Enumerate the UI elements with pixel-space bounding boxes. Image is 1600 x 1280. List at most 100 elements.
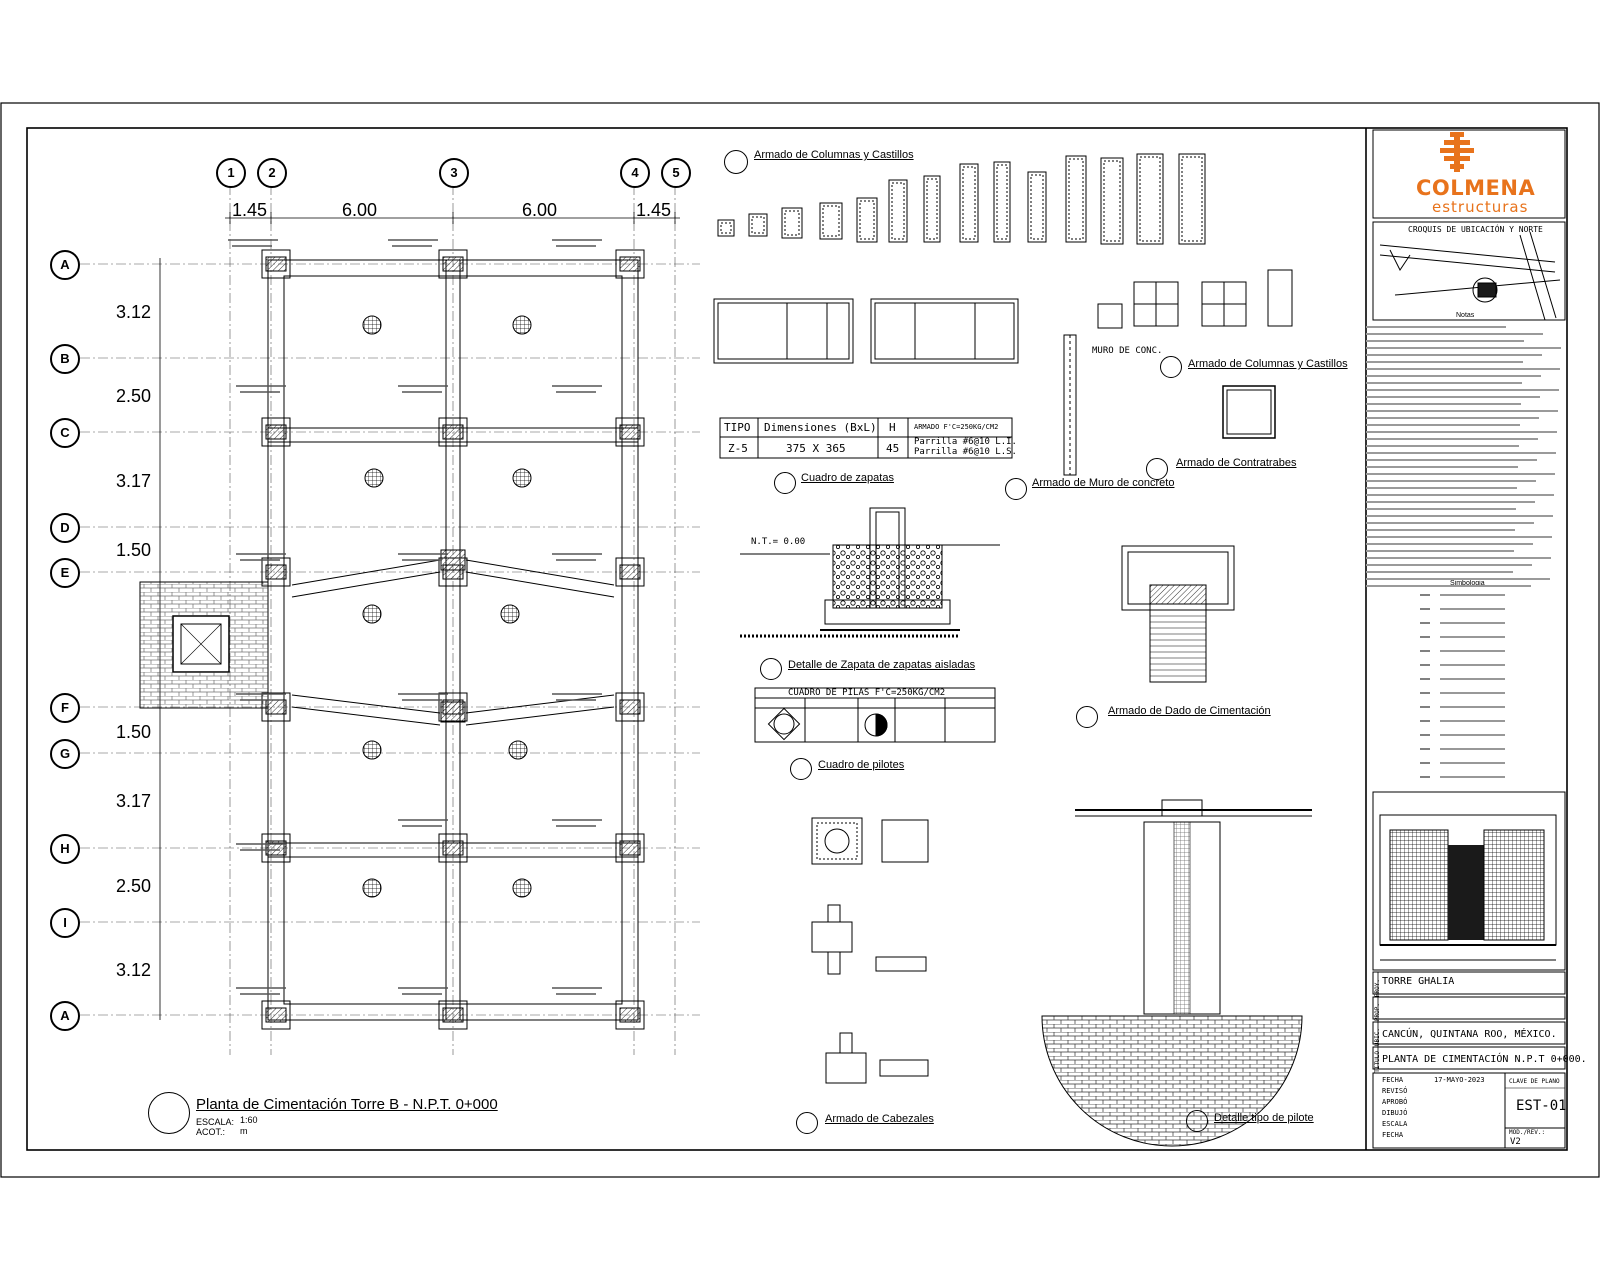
pile-symbol — [500, 604, 520, 624]
note-text-line — [1366, 403, 1521, 405]
dim-col-4: 1.45 — [636, 200, 672, 220]
note-text-line — [1366, 487, 1517, 489]
column-stirrup — [1139, 156, 1161, 242]
aprobo-label: APROBÓ — [1382, 1098, 1408, 1106]
axis-bubble-g: G — [50, 739, 80, 769]
note-text-line — [1366, 417, 1539, 419]
column-pad — [261, 1000, 291, 1030]
column-section-detail — [856, 197, 878, 243]
column-section-detail — [888, 179, 908, 243]
note-text-line — [1366, 480, 1536, 482]
section-title-columnas: Armado de Columnas y Castillos — [754, 149, 914, 161]
pile-symbol — [362, 740, 382, 760]
pile-symbol — [364, 468, 384, 488]
note-text-line — [1366, 459, 1537, 461]
dim-row-5: 1.50 — [116, 722, 152, 742]
column-section-detail — [993, 161, 1011, 243]
section-bubble-muro — [1005, 478, 1027, 500]
level-label: N.T.= 0.00 — [751, 537, 806, 547]
section-title-dado: Armado de Dado de Cimentación — [1108, 705, 1271, 717]
column-stirrup — [1068, 158, 1084, 240]
axis-bubble-f: F — [50, 693, 80, 723]
note-text-line — [1366, 585, 1531, 587]
note-text-line — [1366, 445, 1519, 447]
dim-row-1: 3.12 — [116, 302, 152, 322]
axis-bubble-h: H — [50, 834, 80, 864]
zapatas-th-dim: Dimensiones (BxL) — [764, 421, 877, 434]
column-section-detail — [781, 207, 803, 239]
column-stirrup — [859, 200, 875, 240]
section-title-pilotes: Cuadro de pilotes — [818, 759, 905, 771]
pile-symbol — [512, 315, 532, 335]
axis-bubble-1: 1 — [216, 158, 246, 188]
axis-bubble-2: 2 — [257, 158, 287, 188]
note-text-line — [1366, 389, 1559, 391]
column-section-detail — [1100, 157, 1124, 245]
plan-units-value: m — [240, 1126, 248, 1136]
note-text-line — [1366, 354, 1542, 356]
column-stirrup — [1103, 160, 1121, 242]
foundation-plan — [80, 185, 700, 1055]
column-section — [265, 256, 287, 272]
column-stirrup — [822, 205, 840, 237]
axis-bubble-b: B — [50, 344, 80, 374]
note-text-line — [1366, 557, 1551, 559]
fecha-value: 17-MAYO-2023 — [1434, 1076, 1485, 1084]
section-title-zapatas: Cuadro de zapatas — [801, 472, 894, 484]
note-text-line — [1366, 431, 1557, 433]
axis-bubble-d: D — [50, 513, 80, 543]
axis-bubble-a: A — [50, 250, 80, 280]
ubic-label: UBIC. — [1374, 1028, 1381, 1047]
column-stirrup — [784, 210, 800, 236]
section-title-contratrabes: Armado de Contratrabes — [1176, 457, 1297, 469]
column-stirrup — [891, 182, 905, 240]
column-section — [265, 424, 287, 440]
plano-label: TITULO — [1374, 1051, 1381, 1073]
simbologia-title: Simbologia — [1450, 580, 1485, 587]
column-section-detail — [1065, 155, 1087, 243]
brand-sub: estructuras — [1432, 198, 1529, 216]
rev-value: V2 — [1510, 1137, 1521, 1147]
column-pad — [261, 417, 291, 447]
note-text-line — [1366, 529, 1515, 531]
column-pad — [615, 833, 645, 863]
brand-name: COLMENA — [1416, 176, 1536, 200]
note-text-line — [1366, 438, 1538, 440]
dim-row-2: 2.50 — [116, 386, 152, 406]
section-bubble-dado — [1076, 706, 1098, 728]
column-section — [442, 424, 464, 440]
axis-bubble-e: E — [50, 558, 80, 588]
axis-bubble-a-bottom: A — [50, 1001, 80, 1031]
plano-value: PLANTA DE CIMENTACIÓN N.P.T 0+000. — [1382, 1054, 1587, 1065]
ubic-value: CANCÚN, QUINTANA ROO, MÉXICO. — [1382, 1029, 1557, 1040]
column-section — [619, 256, 641, 272]
plan-title: Planta de Cimentación Torre B - N.P.T. 0… — [196, 1096, 498, 1113]
zapatas-td-tipo: Z-5 — [728, 442, 748, 455]
note-text-line — [1366, 571, 1513, 573]
axis-bubble-4: 4 — [620, 158, 650, 188]
column-section-detail — [1136, 153, 1164, 245]
section-title-muro: Armado de Muro de concreto — [1032, 477, 1175, 489]
note-text-line — [1366, 515, 1553, 517]
dim-row-4: 1.50 — [116, 540, 152, 560]
section-bubble-contratrabes — [1146, 458, 1168, 480]
note-text-line — [1366, 522, 1534, 524]
dim-row-7: 2.50 — [116, 876, 152, 896]
project-label: PROY. — [1374, 979, 1381, 998]
column-section-detail — [1027, 171, 1047, 243]
column-section — [442, 1007, 464, 1023]
dim-col-2: 6.00 — [342, 200, 378, 220]
column-section-detail — [923, 175, 941, 243]
plan-units-label: ACOT.: — [196, 1127, 226, 1137]
note-text-line — [1366, 508, 1516, 510]
column-pad — [261, 249, 291, 279]
note-text-line — [1366, 424, 1520, 426]
note-text-line — [1366, 452, 1556, 454]
section-bubble-detalle-pilote — [1186, 1110, 1208, 1132]
column-stirrup — [1030, 174, 1044, 240]
plan-scale-label: ESCALA: — [196, 1117, 235, 1127]
note-text-line — [1366, 361, 1523, 363]
dim-row-6: 3.17 — [116, 791, 152, 811]
section-title-detalle-pilote: Detalle tipo de pilote — [1214, 1112, 1314, 1124]
